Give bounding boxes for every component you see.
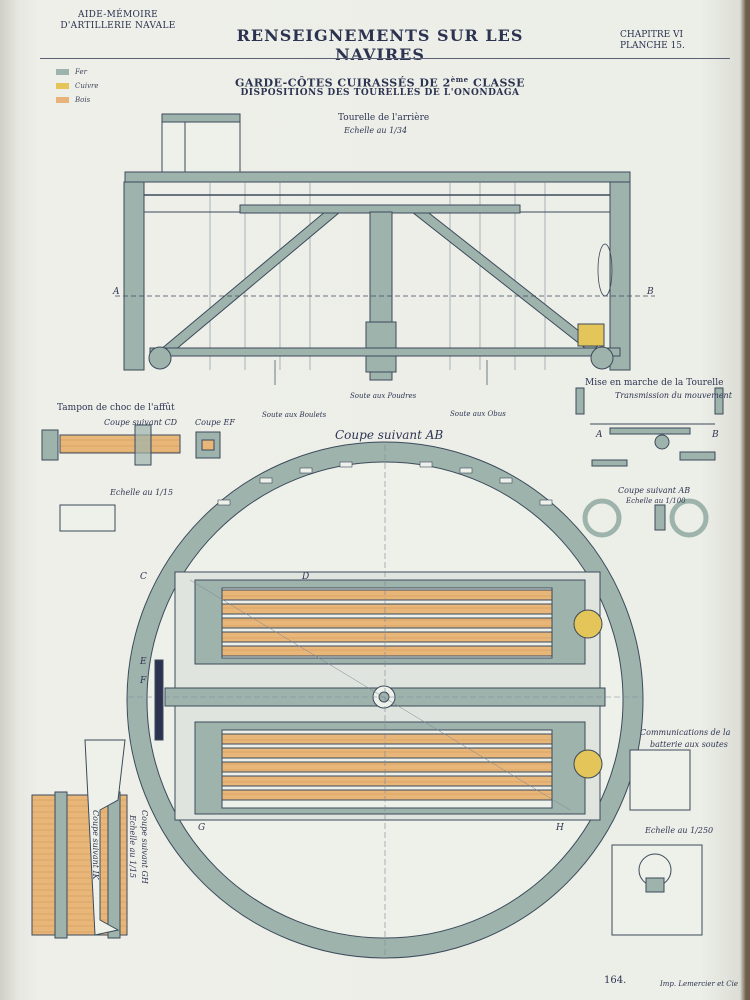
main-label-e: E (140, 657, 147, 667)
communications-title-1: Communications de la (640, 728, 731, 737)
main-label-f: F (140, 676, 147, 686)
legend-swatch-bois (56, 97, 69, 103)
legend-swatch-fer (56, 69, 69, 75)
communications-detail (611, 749, 703, 936)
legend-label-cuivre: Cuivre (75, 82, 99, 90)
left-diagonal-strut (159, 205, 341, 357)
turret-elevation (115, 113, 655, 385)
main-label-d: D (302, 572, 310, 582)
elevation-scale: Echelle au 1/34 (344, 126, 408, 135)
printer-credit: Imp. Lemercier et Cie (660, 980, 739, 988)
buffer-detail (41, 424, 221, 532)
ship-class-title-a: GARDE-CÔTES CUIRASSÉS DE 2 (234, 76, 451, 90)
elevation-label-b: B (647, 287, 654, 297)
elevation-title: Tourelle de l'arrière (338, 113, 430, 123)
shell-magazine-label: Soute aux Obus (450, 410, 506, 418)
communications-scale: Echelle au 1/250 (645, 826, 714, 835)
buffer-scale: Echelle au 1/15 (110, 488, 174, 497)
main-label-c: C (140, 572, 147, 582)
right-roller (590, 346, 614, 370)
page-number: 164. (604, 975, 627, 986)
header-left-line2: D'ARTILLERIE NAVALE (60, 21, 176, 31)
legend-label-fer: Fer (75, 68, 87, 76)
shot-magazine-label: Soute aux Boulets (262, 411, 327, 419)
ship-class-title-b: CLASSE (468, 76, 526, 90)
communications-title-2: batterie aux soutes (650, 740, 728, 749)
left-roller (148, 346, 172, 370)
plate-number: PLANCHE 15. (620, 41, 685, 51)
ship-class-title: GARDE-CÔTES CUIRASSÉS DE 2ème CLASSE (210, 75, 550, 90)
elevation-label-a: A (113, 287, 120, 297)
legend-item-cuivre: Cuivre (56, 82, 99, 90)
drive-scale: Echelle au 1/100 (626, 497, 686, 505)
main-label-h: H (556, 823, 564, 833)
main-label-g: G (198, 823, 206, 833)
section-gh (31, 739, 128, 939)
header-rule (40, 58, 730, 59)
drive-detail (575, 387, 724, 538)
elevation-right-armour (609, 181, 631, 371)
upper-port-copper (573, 609, 603, 639)
copper-fitting (577, 323, 605, 347)
section-gh-scale: Echelle au 1/15 (128, 815, 137, 879)
turret-title: DISPOSITIONS DES TOURELLES DE L'ONONDAGA (240, 88, 520, 98)
base-beam (149, 347, 621, 357)
header-left-line1: AIDE-MÉMOIRE (78, 10, 158, 20)
chapter-label: CHAPITRE VI (620, 30, 684, 40)
legend-item-bois: Bois (56, 96, 90, 104)
elevation-left-armour (123, 181, 145, 371)
legend-label-bois: Bois (75, 96, 91, 104)
plate-title: RENSEIGNEMENTS SUR LES NAVIRES (236, 26, 524, 64)
section-ik-label: Coupe suivant IK (91, 810, 100, 880)
elevation-deck (124, 171, 631, 183)
main-section-title: Coupe suivant AB (335, 428, 444, 442)
header-right: CHAPITRE VI PLANCHE 15. (620, 30, 720, 52)
section-gh-title: Coupe suivant GH (140, 810, 149, 884)
buffer-section-ef: Coupe EF (195, 418, 235, 427)
pilot-house (161, 113, 241, 173)
ship-class-title-sup: ème (450, 75, 469, 84)
drive-subtitle: Transmission du mouvement (615, 391, 732, 400)
drive-label-a: A (596, 430, 603, 440)
right-diagonal-strut (411, 205, 599, 353)
drive-section-ab: Coupe suivant AB (618, 486, 691, 495)
lower-port-copper (573, 749, 603, 779)
legend-swatch-cuivre (56, 83, 69, 89)
legend-item-fer: Fer (56, 68, 87, 76)
turret-plan-section (126, 441, 644, 959)
buffer-title: Tampon de choc de l'affût (57, 403, 175, 413)
header-left: AIDE-MÉMOIRE D'ARTILLERIE NAVALE (58, 10, 178, 32)
drive-label-b: B (712, 430, 719, 440)
drive-title: Mise en marche de la Tourelle (585, 378, 724, 388)
buffer-section-cd: Coupe suivant CD (104, 418, 178, 427)
powder-magazine-label: Soute aux Poudres (350, 392, 417, 400)
